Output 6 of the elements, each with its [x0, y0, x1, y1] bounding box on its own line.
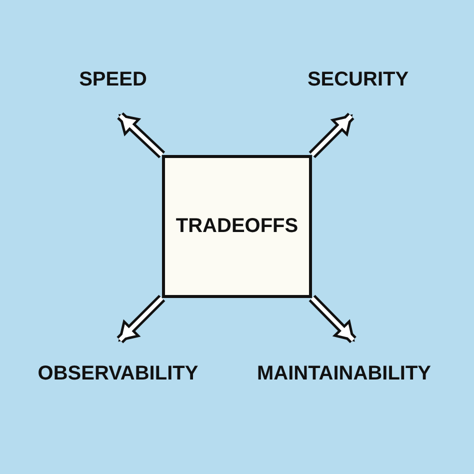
quality-label: MAINTAINABILITY [256, 362, 432, 386]
quality-label: OBSERVABILITY [38, 362, 198, 386]
quality-label: SPEED [79, 68, 147, 92]
quality-label: SECURITY [307, 68, 409, 92]
box-title: TRADEOFFS [176, 215, 298, 238]
center-box [162, 155, 312, 298]
